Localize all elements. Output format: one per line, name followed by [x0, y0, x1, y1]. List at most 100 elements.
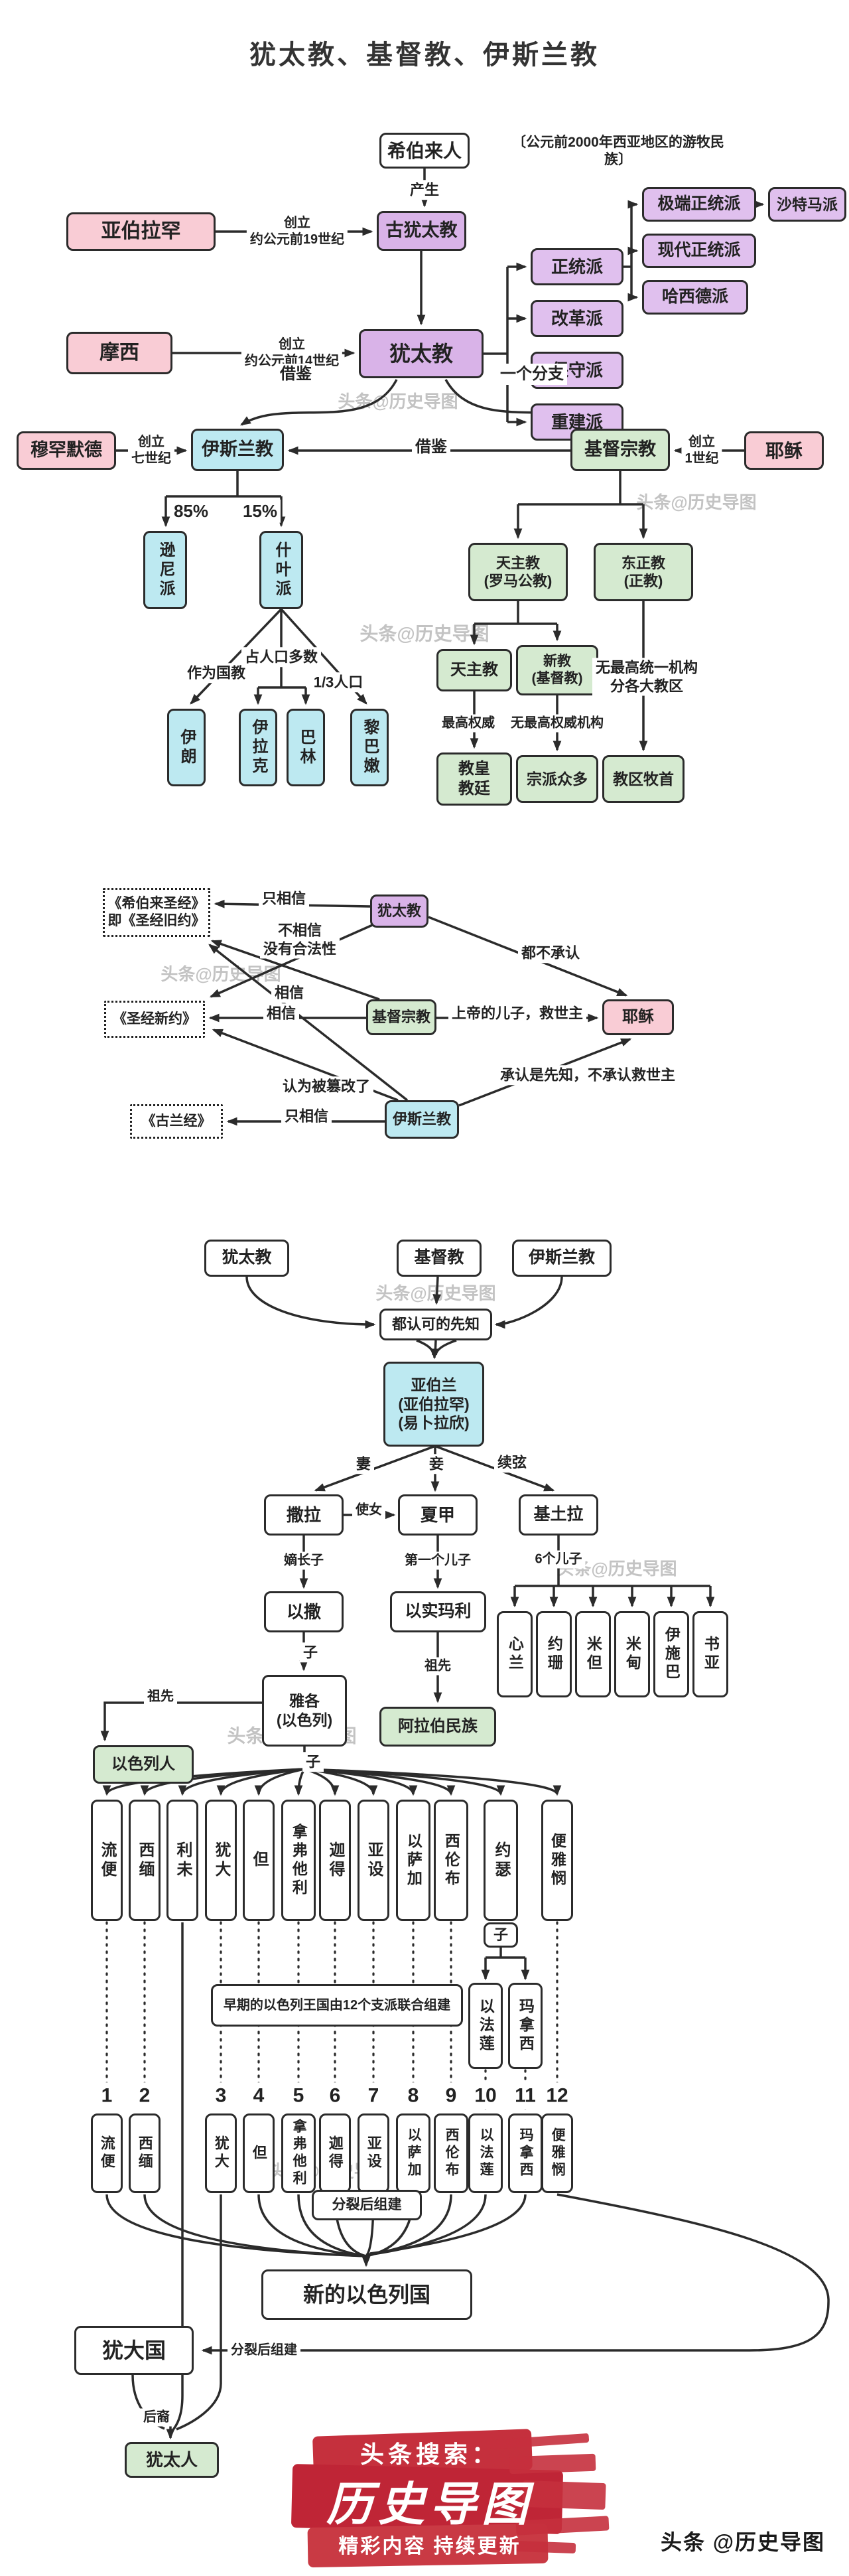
node-medan: 米但 — [575, 1611, 611, 1697]
node-hebrew-bible: 《希伯来圣经》 即《圣经旧约》 — [103, 888, 210, 937]
node-tribe1-dan: 但 — [243, 1800, 275, 1921]
label-only-believe-2: 只相信 — [281, 1106, 332, 1126]
label-prophet-not-savior: 承认是先知，不承认救世主 — [496, 1065, 679, 1085]
label-num-3: 3 — [212, 2082, 230, 2109]
connector-79 — [178, 1768, 305, 1796]
connector-59 — [314, 1445, 434, 1492]
node-islam-3: 伊斯兰教 — [512, 1240, 612, 1277]
node-tribe1-levi: 利未 — [166, 1800, 198, 1921]
label-state-religion: 作为国教 — [183, 663, 249, 683]
node-jesus-2: 耶稣 — [602, 999, 674, 1035]
node-zimran: 心兰 — [497, 1611, 533, 1697]
label-founded-19c: 创立 约公元前19世纪 — [246, 214, 348, 249]
node-judaism-2: 犹太教 — [370, 894, 428, 928]
node-tribe2-manasseh: 玛拿西 — [508, 2113, 543, 2193]
watermark-3: 头条@历史导图 — [359, 623, 490, 644]
node-reform: 改革派 — [531, 300, 623, 337]
label-one-branch: 一个分支 — [497, 364, 567, 385]
connector-117 — [201, 2193, 830, 2355]
node-pope-curia: 教皇 教廷 — [436, 752, 512, 806]
label-second-wife: 续弦 — [493, 1453, 531, 1472]
label-num-10: 10 — [471, 2082, 500, 2109]
node-judaism: 犹太教 — [359, 329, 484, 378]
node-tribe1-simeon: 西缅 — [129, 1800, 161, 1921]
label-only-believe-1: 只相信 — [258, 889, 310, 908]
node-hasidic: 哈西德派 — [642, 280, 748, 315]
node-tribe2-issachar: 以萨加 — [396, 2113, 430, 2193]
label-num-6: 6 — [326, 2082, 344, 2109]
connector-108 — [257, 2194, 367, 2257]
node-sarah: 撒拉 — [264, 1494, 344, 1536]
connector-115 — [369, 2194, 527, 2255]
node-ancient-judaism: 古犹太教 — [377, 211, 466, 251]
node-tribe1-judah: 犹大 — [205, 1800, 237, 1921]
node-manasseh: 玛拿西 — [508, 1983, 543, 2069]
node-tribe2-ephraim: 以法莲 — [468, 2113, 503, 2193]
node-tribe2-asher: 亚设 — [358, 2113, 389, 2193]
node-israelites: 以色列人 — [93, 1745, 194, 1784]
node-christianity-2: 基督宗教 — [366, 999, 436, 1035]
node-muhammad: 穆罕默德 — [17, 431, 116, 470]
label-son-of-god: 上帝的儿子，救世主 — [448, 1003, 587, 1023]
label-pop-majority: 占人口多数 — [241, 647, 322, 667]
node-tribe2-judah: 犹大 — [205, 2113, 237, 2193]
node-new-testament: 《圣经新约》 — [104, 1001, 205, 1038]
node-hagar: 夏甲 — [398, 1494, 478, 1536]
label-firstborn-legitimate: 嫡长子 — [281, 1551, 327, 1570]
node-regrouped-note: 分裂后组建 — [312, 2190, 422, 2220]
label-maidservant: 使女 — [352, 1501, 385, 1520]
connector-57 — [434, 1339, 457, 1356]
node-arab-nation: 阿拉伯民族 — [379, 1707, 496, 1747]
node-quran: 《古兰经》 — [130, 1104, 223, 1139]
node-jesus-founder: 耶稣 — [744, 431, 824, 470]
label-concubine: 妾 — [425, 1454, 448, 1474]
label-num-12: 12 — [543, 2082, 572, 2109]
connector-46 — [208, 944, 409, 1102]
label-wife: 妻 — [352, 1454, 375, 1474]
label-pct-15: 15% — [239, 499, 281, 523]
node-islam-2: 伊斯兰教 — [385, 1100, 459, 1139]
node-abram: 亚伯兰 (亚伯拉罕) (易卜拉欣) — [383, 1362, 484, 1447]
node-iran: 伊朗 — [167, 709, 206, 786]
node-tribe2-reuben: 流便 — [91, 2113, 123, 2193]
label-ancestor-1: 祖先 — [144, 1687, 177, 1706]
node-ephraim: 以法莲 — [468, 1983, 503, 2069]
label-believe-1: 相信 — [271, 983, 308, 1003]
label-six-sons: 6个儿子 — [531, 1550, 586, 1569]
connector-52 — [245, 1276, 376, 1329]
node-moses: 摩西 — [66, 332, 172, 374]
node-judaism-3: 犹太教 — [204, 1240, 289, 1277]
label-descendants: 后裔 — [140, 2408, 173, 2427]
connector-53 — [432, 1276, 442, 1305]
node-prophet-recognized: 都认可的先知 — [379, 1309, 492, 1340]
connector-107 — [143, 2194, 367, 2257]
node-protestantism: 新教 (基督教) — [516, 645, 598, 695]
node-tribe2-zebulun: 西伦布 — [434, 2113, 468, 2193]
connector-118 — [176, 2194, 222, 2431]
connector-88 — [304, 1768, 562, 1796]
node-modern-orthodox: 现代正统派 — [642, 234, 756, 268]
node-orthodox: 正统派 — [531, 248, 623, 285]
label-num-9: 9 — [442, 2082, 460, 2109]
label-believe-2: 相信 — [263, 1003, 300, 1023]
node-sunni: 逊尼派 — [143, 531, 187, 609]
node-many-denominations: 宗派众多 — [516, 755, 598, 803]
label-borrow-1: 借鉴 — [277, 364, 315, 385]
connector-80 — [216, 1768, 305, 1796]
node-catholic-roman: 天主教 (罗马公教) — [468, 543, 568, 601]
label-founded-7c: 创立 七世纪 — [128, 433, 174, 468]
node-islam: 伊斯兰教 — [191, 429, 284, 471]
label-arise: 产生 — [406, 180, 443, 200]
connector-55 — [416, 1339, 434, 1356]
connector-54 — [494, 1276, 563, 1329]
node-isaac: 以撒 — [264, 1591, 344, 1632]
node-early-kingdom-note: 早期的以色列王国由12个支派联合组建 — [211, 1984, 463, 2027]
label-son-1: 子 — [299, 1642, 322, 1662]
node-midian: 米甸 — [614, 1611, 650, 1697]
node-joseph-son-label: 子 — [484, 1922, 518, 1948]
label-num-11: 11 — [511, 2082, 539, 2109]
node-tribe1-benjamin: 便雅悯 — [541, 1800, 573, 1921]
label-not-believe: 不相信 没有合法性 — [259, 920, 340, 959]
label-nomad-note: 〔公元前2000年西亚地区的游牧民族〕 — [512, 134, 724, 167]
node-tribe1-asher: 亚设 — [358, 1800, 389, 1921]
